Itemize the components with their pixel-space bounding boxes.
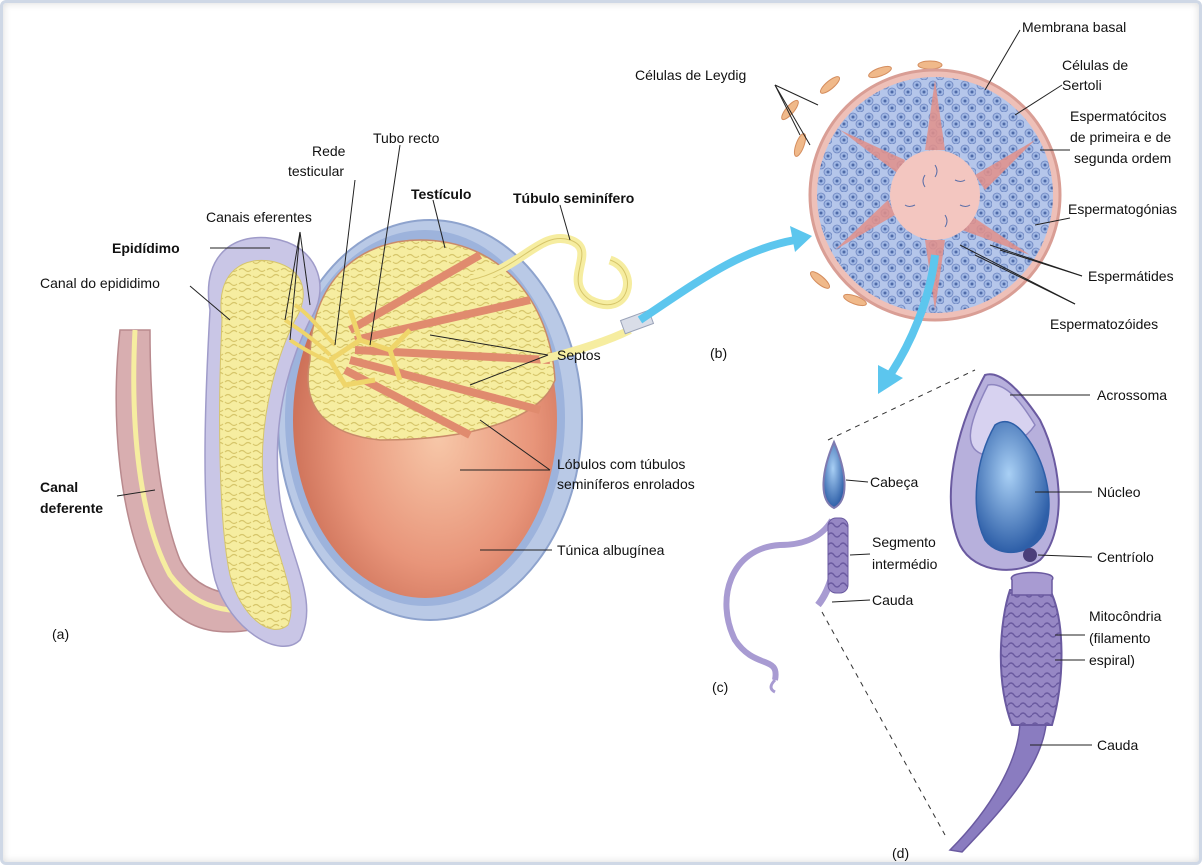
label-cabeca: Cabeça	[870, 474, 918, 490]
label-mitocondria-3: espiral)	[1089, 652, 1135, 668]
label-part-c: (c)	[712, 679, 728, 695]
label-tubulo-seminifero: Túbulo seminífero	[513, 190, 634, 206]
label-mitocondria-1: Mitocôndria	[1089, 608, 1162, 624]
testis-illustration	[116, 220, 653, 646]
large-sperm-tail	[950, 720, 1046, 852]
label-part-d: (d)	[892, 845, 909, 861]
label-part-b: (b)	[710, 345, 727, 361]
label-espermatozoides: Espermatozóides	[1050, 316, 1158, 332]
label-tubo-recto: Tubo recto	[373, 130, 440, 146]
label-leydig: Células de Leydig	[635, 67, 746, 83]
label-canal-deferente-2: deferente	[40, 500, 103, 516]
large-sperm	[950, 374, 1062, 852]
label-acrossoma: Acrossoma	[1097, 387, 1167, 403]
label-centriolo: Centríolo	[1097, 549, 1154, 565]
zoom-line-bottom	[822, 612, 945, 835]
small-sperm	[726, 442, 848, 692]
label-lobulos-2: seminíferos enrolados	[557, 476, 695, 492]
tubule-lumen	[890, 150, 980, 240]
label-nucleo: Núcleo	[1097, 484, 1141, 500]
label-espermatocitos-1: Espermatócitos	[1070, 108, 1166, 124]
label-sertoli-2: Sertoli	[1062, 77, 1102, 93]
label-canais-eferentes: Canais eferentes	[206, 209, 312, 225]
label-septos: Septos	[557, 347, 601, 363]
label-cauda-c: Cauda	[872, 592, 913, 608]
label-rede-2: testicular	[288, 163, 344, 179]
arrow-to-b	[640, 240, 795, 320]
label-epididimo: Epidídimo	[112, 240, 180, 256]
label-part-a: (a)	[52, 626, 69, 642]
label-segmento-2: intermédio	[872, 556, 938, 572]
zoom-line-top	[828, 370, 975, 440]
label-testiculo: Testículo	[411, 186, 471, 202]
label-espermatocitos-3: segunda ordem	[1074, 150, 1171, 166]
label-sertoli-1: Células de	[1062, 57, 1128, 73]
large-sperm-midpiece	[1001, 590, 1062, 725]
tubule-cross-section	[779, 61, 1060, 320]
label-mitocondria-2: (filamento	[1089, 630, 1151, 646]
label-espermatocitos-2: de primeira e de	[1070, 129, 1171, 145]
label-espermatides: Espermátides	[1088, 268, 1174, 284]
label-membrana-basal: Membrana basal	[1022, 19, 1126, 35]
label-tunica: Túnica albugínea	[557, 542, 665, 558]
label-rede-1: Rede	[312, 143, 346, 159]
small-sperm-midpiece	[828, 518, 848, 593]
label-cauda-d: Cauda	[1097, 737, 1138, 753]
centriole-dot	[1023, 548, 1037, 562]
small-sperm-head	[823, 442, 844, 508]
label-canal-epididimo: Canal do epididimo	[40, 275, 160, 291]
label-segmento-1: Segmento	[872, 534, 936, 550]
label-lobulos-1: Lóbulos com túbulos	[557, 456, 685, 472]
label-canal-deferente-1: Canal	[40, 479, 78, 495]
label-espermatogonias: Espermatogónias	[1068, 201, 1177, 217]
